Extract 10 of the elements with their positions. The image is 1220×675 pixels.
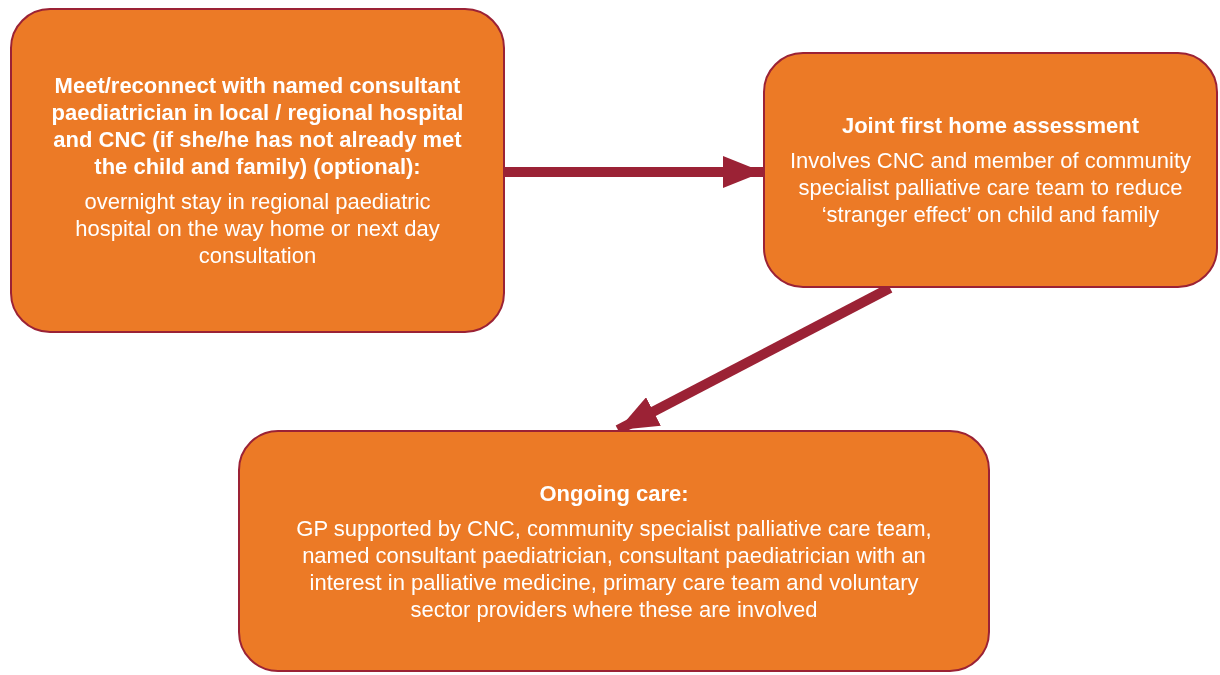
box-heading: Ongoing care: [539,479,689,507]
box-text: Involves CNC and member of community specialist palliative care team to reduce ‘stranger effect’ on child and family [789,147,1192,228]
box-text: overnight stay in regional paediatric hospital on the way home or next day consultation [74,188,441,269]
process-box [10,8,505,333]
process-box [763,52,1218,288]
arrow [505,156,763,188]
box-text: GP supported by CNC, community specialist palliative care team, named consultant paediatrician, consultant paediatrician with an interest in palliative medicine, primary care team and voluntary sector providers where these are involved [295,514,933,623]
box-heading: Meet/reconnect with named consultant paediatrician in local / regional hospital and CNC (if she/he has not already met the child and family) (optional): [50,72,465,180]
box-heading: Joint first home assessment [841,112,1140,139]
process-box [238,430,990,672]
